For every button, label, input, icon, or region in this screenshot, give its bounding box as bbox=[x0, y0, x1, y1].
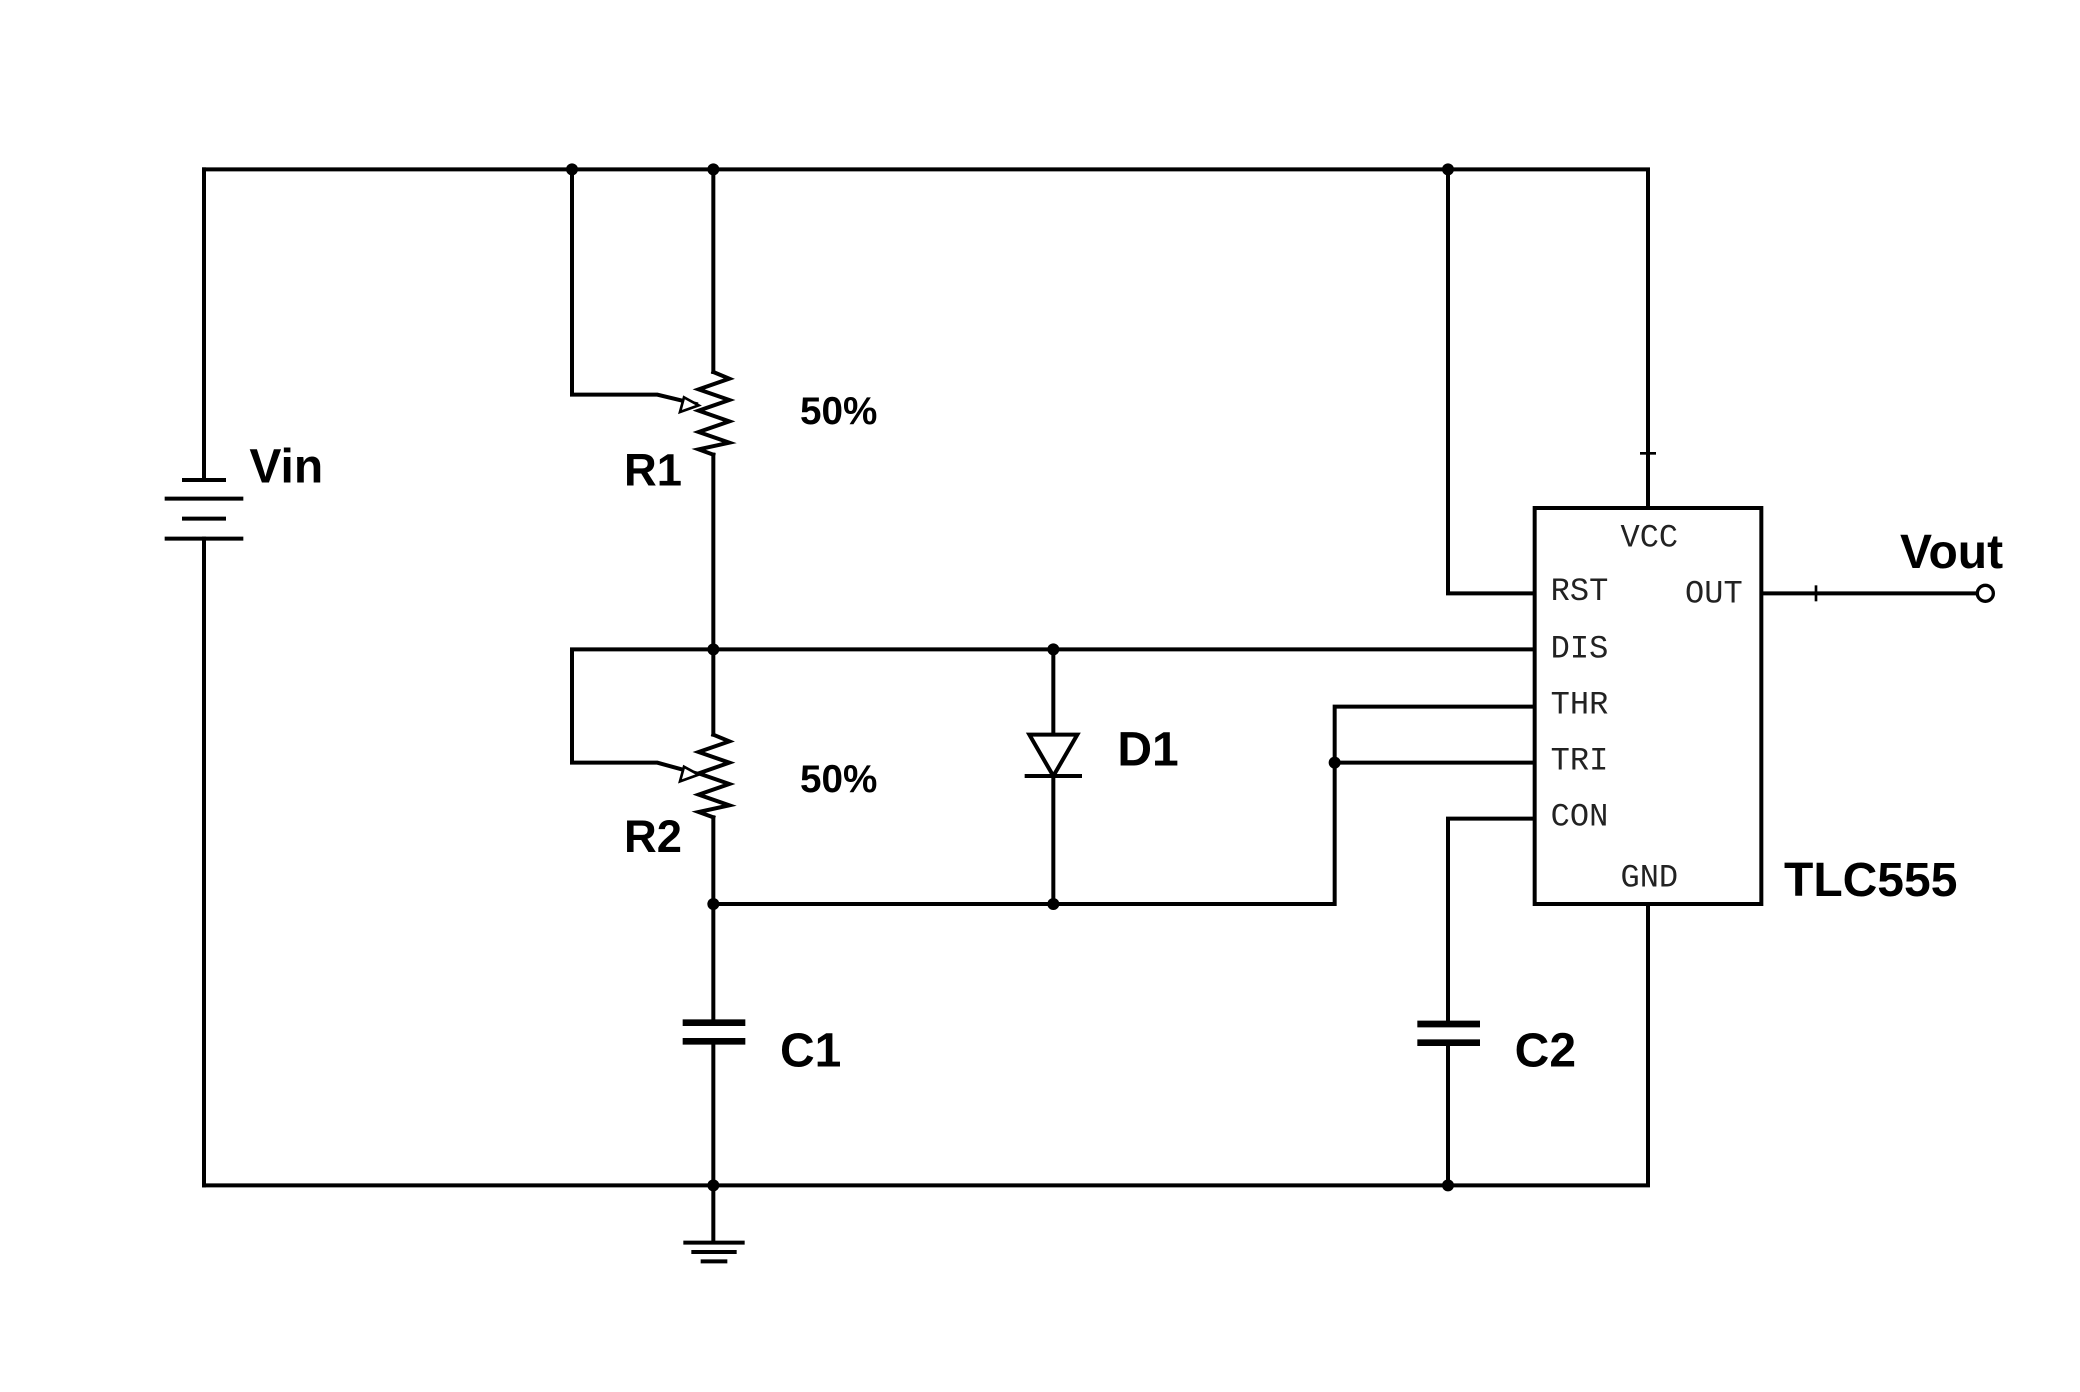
tlc555-ic-box bbox=[1532, 506, 1764, 906]
pin-label-dis: DIS bbox=[1551, 630, 1609, 667]
vout-terminal bbox=[1975, 583, 1995, 603]
c1-label: C1 bbox=[780, 1025, 841, 1078]
junction-dot bbox=[566, 163, 578, 176]
vout-label: Vout bbox=[1900, 526, 2003, 579]
pin-label-con: CON bbox=[1551, 798, 1609, 835]
r1-label: R1 bbox=[624, 444, 682, 495]
pin-label-out: OUT bbox=[1685, 576, 1743, 613]
junction-dot bbox=[707, 1179, 720, 1192]
c2-label: C2 bbox=[1515, 1025, 1576, 1078]
c1-capacitor-symbol bbox=[682, 1019, 746, 1045]
rst-wire bbox=[1446, 167, 1536, 596]
ic-label: TLC555 bbox=[1784, 854, 1957, 907]
ground-symbol bbox=[683, 1240, 745, 1264]
battery-vin-symbol bbox=[164, 478, 244, 541]
pin-label-thr: THR bbox=[1551, 686, 1609, 723]
junction-dot bbox=[707, 643, 720, 656]
junction-dot bbox=[1047, 643, 1060, 656]
wires bbox=[202, 167, 1978, 1242]
r2-wiper-wire bbox=[570, 647, 716, 776]
r2-label: R2 bbox=[624, 811, 682, 862]
pin-label-rst: RST bbox=[1551, 573, 1609, 610]
junction-dot bbox=[1328, 756, 1341, 769]
r2-setting-label: 50% bbox=[800, 758, 877, 801]
thr-tri-net-wire bbox=[711, 704, 1536, 906]
pin-label-tri: TRI bbox=[1551, 742, 1609, 779]
r1-setting-label: 50% bbox=[800, 390, 877, 433]
junction-dot bbox=[1442, 1179, 1454, 1192]
top-rail-wire bbox=[202, 167, 1650, 510]
pin-label-vcc: VCC bbox=[1621, 520, 1679, 557]
junction-dot bbox=[1047, 898, 1060, 910]
bottom-rail-wire bbox=[202, 902, 1650, 1188]
pin-label-gnd: GND bbox=[1621, 860, 1679, 897]
junction-dot bbox=[1442, 163, 1454, 176]
r1-wiper-wire bbox=[570, 167, 699, 407]
con-wire bbox=[1446, 816, 1536, 1025]
r2-potentiometer-symbol bbox=[678, 732, 737, 820]
vin-label: Vin bbox=[249, 441, 323, 494]
c2-capacitor-symbol bbox=[1417, 1020, 1480, 1046]
d1-label: D1 bbox=[1117, 723, 1178, 776]
r2-wiper-arrow bbox=[678, 764, 702, 784]
d1-diode-symbol bbox=[1024, 732, 1082, 780]
r1-wiper-arrow bbox=[678, 395, 702, 415]
junction-dot bbox=[707, 163, 720, 176]
junctions bbox=[566, 163, 1454, 1192]
junction-dot bbox=[707, 898, 720, 910]
r1-potentiometer-symbol bbox=[678, 369, 737, 458]
